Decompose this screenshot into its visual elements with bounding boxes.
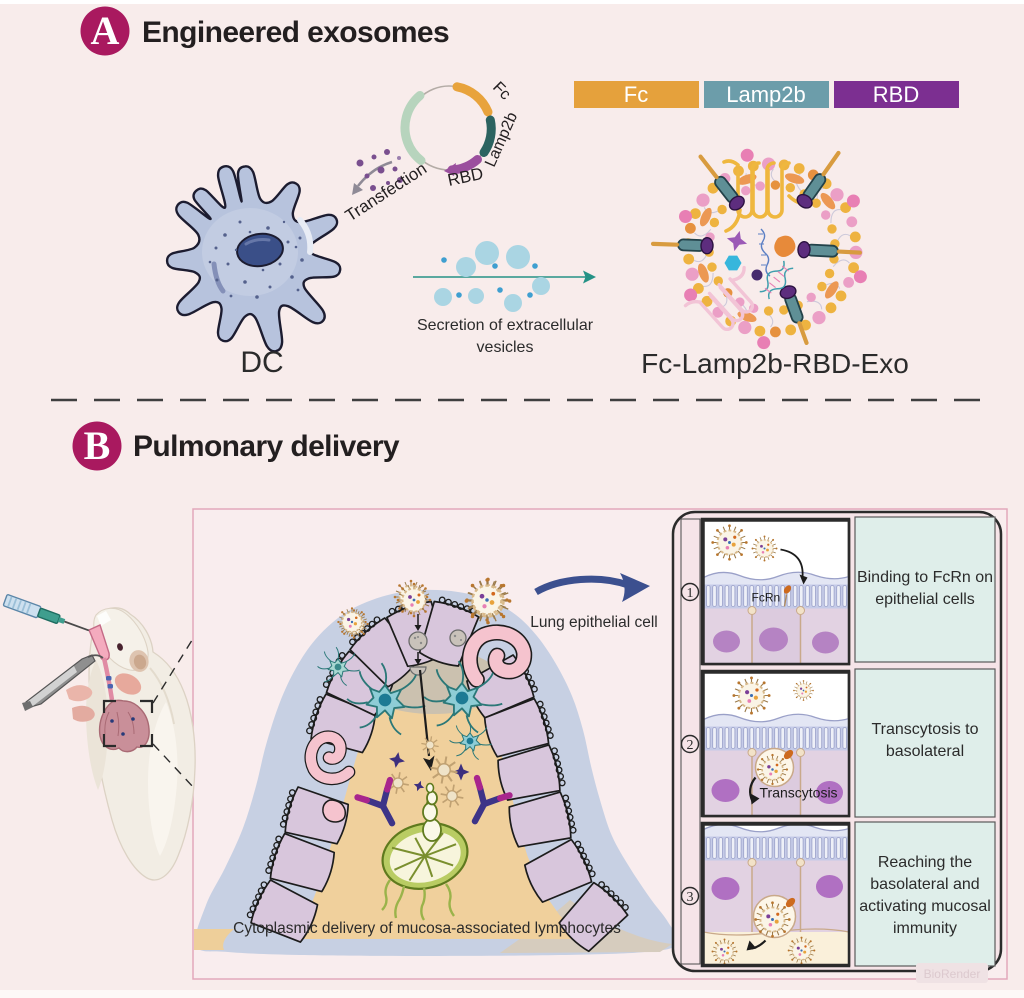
svg-text:FcRn: FcRn xyxy=(752,591,781,605)
svg-text:epithelial cells: epithelial cells xyxy=(875,591,975,608)
svg-text:basolateral and: basolateral and xyxy=(870,876,979,893)
svg-text:1: 1 xyxy=(687,586,694,601)
svg-text:Pulmonary delivery: Pulmonary delivery xyxy=(133,430,400,463)
svg-text:A: A xyxy=(91,8,120,53)
svg-text:B: B xyxy=(84,423,111,468)
svg-text:Cytoplasmic delivery of mucosa: Cytoplasmic delivery of mucosa-associate… xyxy=(233,920,621,937)
svg-text:BioRender: BioRender xyxy=(924,967,981,981)
svg-text:activating mucosal: activating mucosal xyxy=(859,898,991,915)
svg-text:3: 3 xyxy=(687,890,694,905)
svg-text:Fc-Lamp2b-RBD-Exo: Fc-Lamp2b-RBD-Exo xyxy=(641,348,909,379)
svg-text:Binding to FcRn on: Binding to FcRn on xyxy=(857,569,993,586)
svg-text:Transcytosis to: Transcytosis to xyxy=(872,721,979,738)
svg-text:Reaching the: Reaching the xyxy=(878,854,972,871)
svg-text:vesicles: vesicles xyxy=(477,339,534,356)
svg-text:Fc: Fc xyxy=(624,82,648,107)
svg-text:Secretion of extracellular: Secretion of extracellular xyxy=(417,317,594,334)
svg-text:Engineered exosomes: Engineered exosomes xyxy=(142,16,449,49)
svg-text:basolateral: basolateral xyxy=(886,743,964,760)
svg-text:Lamp2b: Lamp2b xyxy=(726,82,806,107)
svg-text:Transcytosis: Transcytosis xyxy=(760,785,838,801)
svg-text:RBD: RBD xyxy=(873,82,919,107)
svg-text:DC: DC xyxy=(240,346,283,379)
svg-text:2: 2 xyxy=(687,738,694,753)
svg-text:immunity: immunity xyxy=(893,920,957,937)
svg-text:Lung epithelial cell: Lung epithelial cell xyxy=(530,614,658,631)
